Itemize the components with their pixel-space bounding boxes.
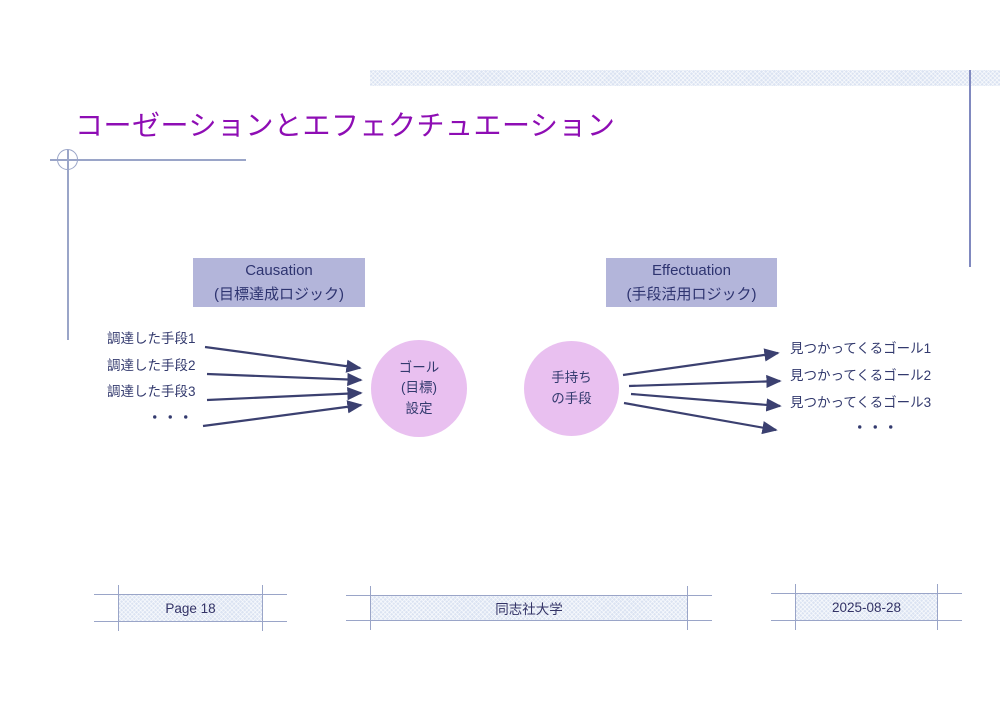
page-number-box: Page 18 <box>94 585 287 631</box>
organization-name: 同志社大学 <box>495 602 563 617</box>
effectuation-label-box: Effectuation (手段活用ロジック) <box>606 258 777 307</box>
title-underline-rule <box>50 159 246 161</box>
top-vertical-rule <box>969 70 971 267</box>
causation-item-1: 調達した手段1 <box>107 331 196 346</box>
effectuation-heading: Effectuation <box>652 262 731 280</box>
causation-item-3: 調達した手段3 <box>107 384 196 399</box>
organization-box: 同志社大学 <box>346 586 712 630</box>
slide-date: 2025-08-28 <box>831 599 902 615</box>
slide-title: コーゼーションとエフェクチュエーション <box>75 110 616 141</box>
page-number: Page 18 <box>165 600 216 616</box>
top-decorative-bar <box>370 70 1000 86</box>
effectuation-item-3: 見つかってくるゴール3 <box>790 395 932 410</box>
effectuation-item-2: 見つかってくるゴール2 <box>790 368 932 383</box>
causation-item-2: 調達した手段2 <box>107 358 196 373</box>
effectuation-ellipsis: ・・・ <box>853 420 900 435</box>
ornament-circle <box>57 149 78 170</box>
left-vertical-rule <box>67 150 69 340</box>
causation-label-box: Causation (目標達成ロジック) <box>193 258 365 307</box>
means-circle: 手持ち の手段 <box>524 341 619 436</box>
effectuation-item-1: 見つかってくるゴール1 <box>790 341 932 356</box>
causation-ellipsis: ・・・ <box>148 410 195 425</box>
causation-heading: Causation <box>245 262 313 280</box>
goal-circle: ゴール (目標) 設定 <box>371 340 467 437</box>
effectuation-subheading: (手段活用ロジック) <box>626 285 757 303</box>
date-box: 2025-08-28 <box>771 584 962 630</box>
causation-subheading: (目標達成ロジック) <box>214 285 344 303</box>
